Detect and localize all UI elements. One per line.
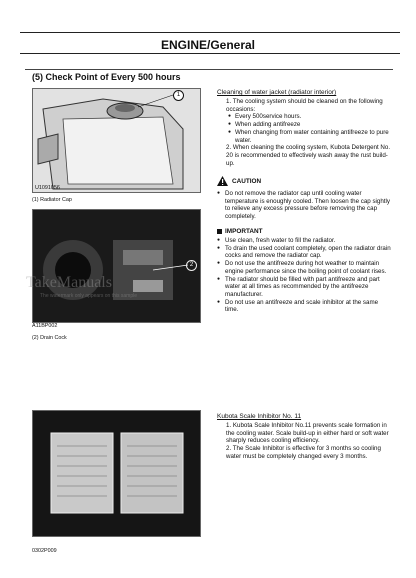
figure-code: U1091056 [35,185,60,191]
callout-1: 1 [173,90,184,101]
list-item: 2. When cleaning the cooling system, Kub… [226,144,391,167]
scale-inhibitor-figure [32,410,201,537]
warning-icon [217,176,228,186]
square-icon [217,229,222,234]
list-item: Do not use an antifreeze and scale inhib… [217,299,393,314]
section-title: (5) Check Point of Every 500 hours [32,72,181,82]
list-item: When changing from water containing anti… [217,129,393,144]
list-item: To drain the used coolant completely, op… [217,245,393,260]
section-rule [25,69,393,70]
cleaning-text: 1. The cooling system should be cleaned … [217,98,393,167]
list-item: 1. Kubota Scale Inhibitor No.11 prevents… [226,422,389,445]
figure-caption: (1) Radiator Cap [32,197,72,203]
radiator-illustration [33,89,200,192]
important-text: Use clean, fresh water to fill the radia… [217,237,393,314]
figure-code: 0302P009 [32,548,57,554]
list-item: Use clean, fresh water to fill the radia… [217,237,393,245]
callout-2: 2 [186,260,197,271]
important-label: IMPORTANT [217,228,263,235]
list-item: Every 500service hours. [217,113,393,121]
drain-cock-figure: 2 [32,209,201,323]
figure-code: A11BP002 [32,323,58,329]
header-rule-top [20,32,400,33]
list-item: Do not remove the radiator cap until coo… [217,190,393,221]
scale-heading: Kubota Scale Inhibitor No. 11 [217,413,302,420]
list-item: 2. The Scale Inhibitor is effective for … [226,445,381,460]
figure-caption: (2) Drain Cock [32,335,67,341]
header-rule-bottom [20,53,400,54]
watermark-note: The watermark only appears on this sampl… [40,293,137,299]
radiator-cap-figure: 1 U1091056 [32,88,201,193]
list-item: Do not use the antifreeze during hot wea… [217,260,393,275]
list-item: The radiator should be filled with part … [217,276,393,299]
engine-photo [33,210,200,322]
caution-text: Do not remove the radiator cap until coo… [217,190,393,221]
inhibitor-packages-photo [33,411,200,536]
list-item: 1. The cooling system should be cleaned … [226,98,383,113]
list-item: When adding antifreeze [217,121,393,129]
page-title: ENGINE/General [160,38,256,52]
watermark-brand: TakeManuals [26,274,112,291]
cleaning-heading: Cleaning of water jacket (radiator inter… [217,89,337,96]
scale-text: 1. Kubota Scale Inhibitor No.11 prevents… [217,422,393,461]
caution-label: CAUTION [217,176,261,186]
